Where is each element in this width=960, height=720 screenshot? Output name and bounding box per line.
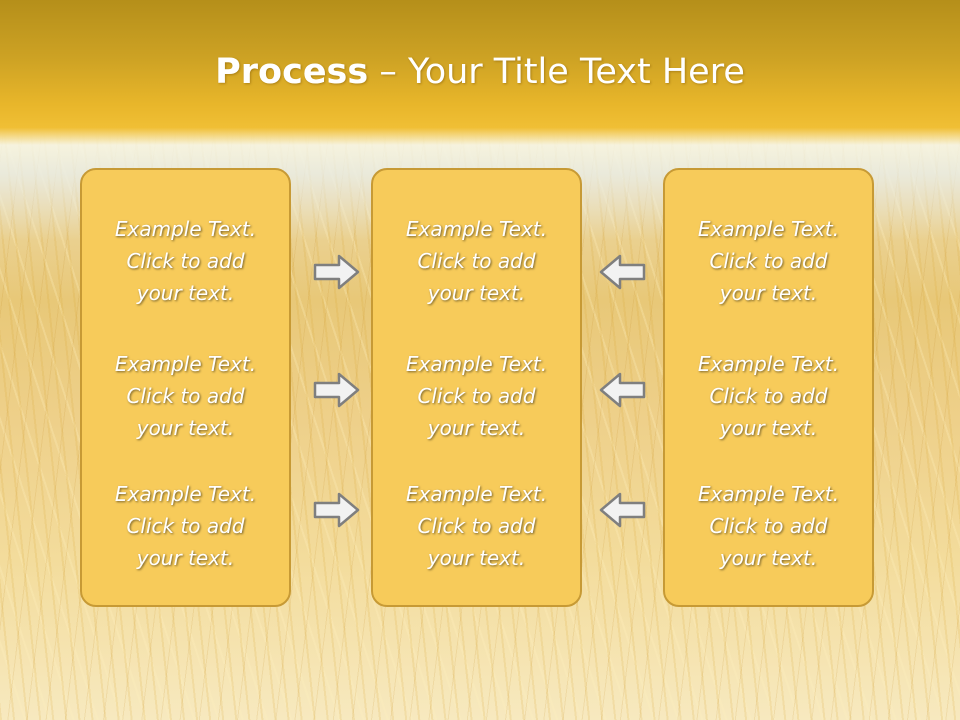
center-text-panel[interactable]: Example Text. Click to add your text. Ex… xyxy=(371,168,582,607)
text-line: your text. xyxy=(136,416,235,440)
text-line: Click to add xyxy=(126,514,245,538)
text-line: Example Text. xyxy=(697,217,840,241)
text-line: Example Text. xyxy=(114,352,257,376)
text-line: your text. xyxy=(427,416,526,440)
text-line: your text. xyxy=(427,546,526,570)
text-line: your text. xyxy=(136,281,235,305)
arrow-right-icon xyxy=(313,372,360,408)
right-text-panel[interactable]: Example Text. Click to add your text. Ex… xyxy=(663,168,874,607)
text-block[interactable]: Example Text. Click to add your text. xyxy=(82,478,289,574)
text-block[interactable]: Example Text. Click to add your text. xyxy=(665,213,872,309)
text-block[interactable]: Example Text. Click to add your text. xyxy=(665,478,872,574)
text-line: Click to add xyxy=(709,384,828,408)
arrow-right-icon xyxy=(313,492,360,528)
text-line: your text. xyxy=(719,281,818,305)
text-line: your text. xyxy=(136,546,235,570)
text-line: Click to add xyxy=(709,249,828,273)
text-line: Click to add xyxy=(126,249,245,273)
left-text-panel[interactable]: Example Text. Click to add your text. Ex… xyxy=(80,168,291,607)
text-line: Click to add xyxy=(709,514,828,538)
arrow-left-icon xyxy=(599,372,646,408)
text-block[interactable]: Example Text. Click to add your text. xyxy=(82,213,289,309)
slide-title[interactable]: Process – Your Title Text Here xyxy=(0,52,960,92)
title-bar xyxy=(0,0,960,145)
text-line: Click to add xyxy=(417,249,536,273)
title-strong: Process xyxy=(215,52,369,92)
text-block[interactable]: Example Text. Click to add your text. xyxy=(373,348,580,444)
text-line: Example Text. xyxy=(697,352,840,376)
text-line: Click to add xyxy=(417,384,536,408)
text-line: your text. xyxy=(719,546,818,570)
text-line: Click to add xyxy=(417,514,536,538)
text-line: Example Text. xyxy=(405,482,548,506)
text-line: Example Text. xyxy=(114,482,257,506)
arrow-left-icon xyxy=(599,492,646,528)
text-line: your text. xyxy=(719,416,818,440)
text-block[interactable]: Example Text. Click to add your text. xyxy=(373,213,580,309)
arrow-right-icon xyxy=(313,254,360,290)
text-block[interactable]: Example Text. Click to add your text. xyxy=(665,348,872,444)
text-block[interactable]: Example Text. Click to add your text. xyxy=(82,348,289,444)
text-line: Example Text. xyxy=(405,217,548,241)
text-line: your text. xyxy=(427,281,526,305)
text-line: Example Text. xyxy=(405,352,548,376)
text-line: Click to add xyxy=(126,384,245,408)
arrow-left-icon xyxy=(599,254,646,290)
title-rest: – Your Title Text Here xyxy=(368,52,745,92)
text-line: Example Text. xyxy=(114,217,257,241)
text-line: Example Text. xyxy=(697,482,840,506)
text-block[interactable]: Example Text. Click to add your text. xyxy=(373,478,580,574)
